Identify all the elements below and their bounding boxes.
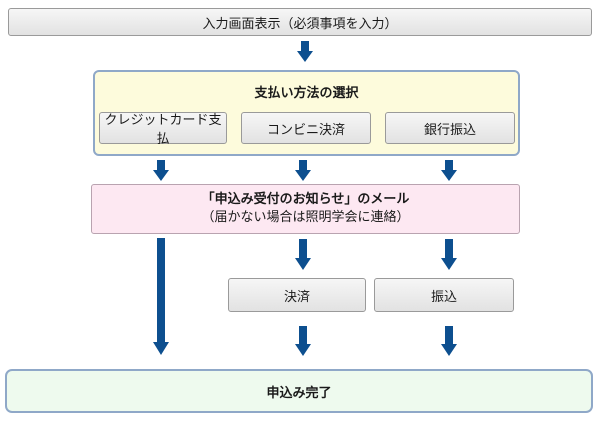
arrow-credit-to-mail (153, 160, 169, 181)
arrow-transfer-to-complete (441, 326, 457, 356)
arrow-bank-to-mail (441, 160, 457, 181)
confirmation-mail-step: 「申込み受付のお知らせ」のメール （届かない場合は照明学会に連絡） (91, 184, 520, 234)
convenience-store-label: コンビニ決済 (266, 122, 345, 138)
transfer-label: 振込 (430, 289, 457, 305)
arrow-settlement-to-complete (295, 326, 311, 356)
bank-transfer-label: 銀行振込 (423, 122, 476, 138)
arrow-input-to-select (297, 41, 313, 62)
mail-note: （届かない場合は照明学会に連絡） (201, 210, 410, 225)
arrow-mail-to-settlement (295, 239, 311, 270)
arrow-convenience-to-mail (295, 160, 311, 181)
payment-method-panel: 支払い方法の選択 クレジットカード支払 コンビニ決済 銀行振込 (93, 70, 520, 156)
convenience-store-option: コンビニ決済 (241, 112, 371, 144)
credit-card-label: クレジットカード支払 (104, 113, 222, 147)
input-screen-label: 入力画面表示（必須事項を入力） (202, 16, 398, 32)
payment-method-title: 支払い方法の選択 (254, 86, 359, 101)
bank-transfer-option: 銀行振込 (385, 112, 515, 144)
input-screen-step: 入力画面表示（必須事項を入力） (8, 8, 592, 36)
complete-step: 申込み完了 (5, 369, 593, 413)
arrow-mail-to-complete (153, 238, 169, 355)
mail-title: 「申込み受付のお知らせ」のメール (201, 192, 410, 207)
settlement-label: 決済 (283, 289, 310, 305)
credit-card-option: クレジットカード支払 (99, 112, 227, 147)
transfer-step: 振込 (374, 278, 514, 312)
settlement-step: 決済 (228, 278, 366, 312)
complete-label: 申込み完了 (266, 385, 332, 401)
arrow-mail-to-transfer (441, 239, 457, 270)
